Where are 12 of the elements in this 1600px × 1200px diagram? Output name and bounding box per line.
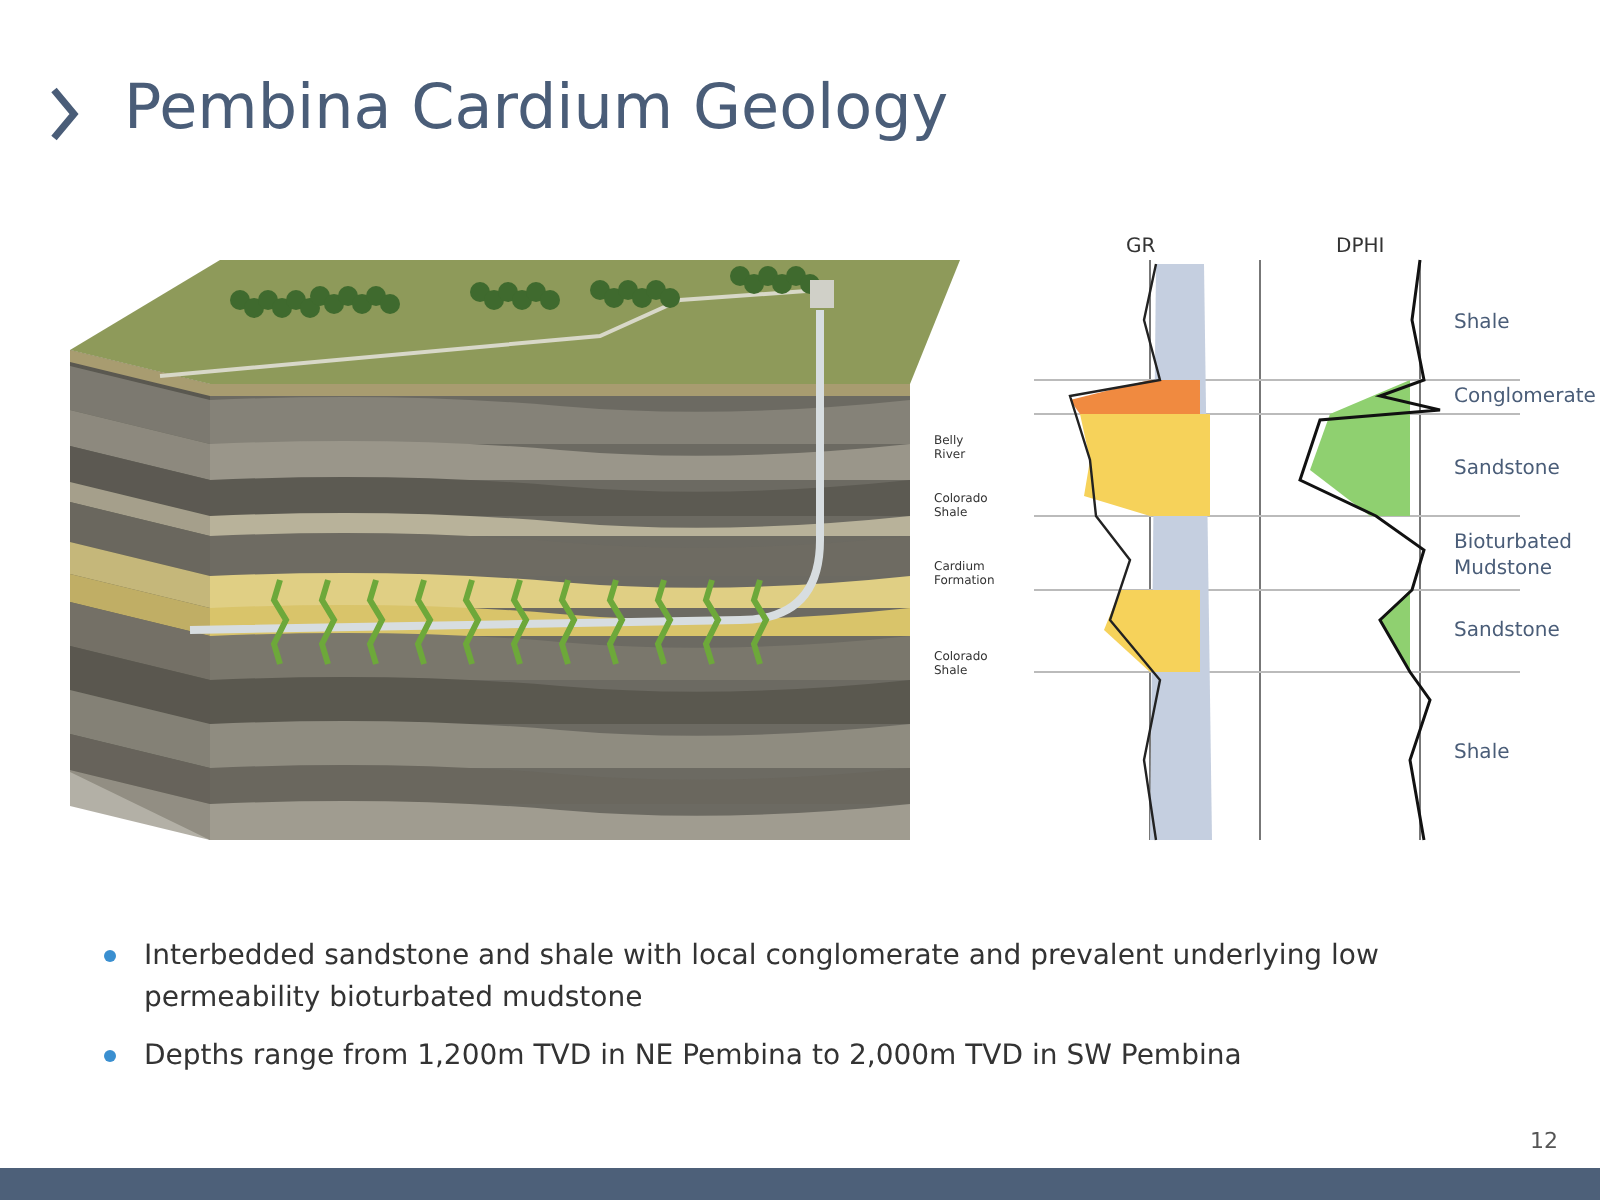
lithology-label: Sandstone	[1454, 456, 1562, 482]
lithology-label: Sandstone	[1454, 618, 1562, 644]
log-track-label: DPHI	[1336, 236, 1385, 258]
lithology-label: Conglomerate	[1454, 384, 1594, 410]
lithology-label: Bioturbated Mudstone	[1454, 530, 1575, 582]
log-track-label: GR	[1126, 236, 1156, 258]
slide-title: Pembina Cardium Geology	[124, 72, 949, 144]
lithology-label: Shale	[1454, 310, 1512, 336]
page-number: 12	[1530, 1128, 1558, 1154]
bullet-text: Interbedded sandstone and shale with local conglomerate and prevalent underlying low permeability bioturbated mudstone	[144, 938, 1381, 1018]
bullet-text: Depths range from 1,200m TVD in NE Pembina to 2,000m TVD in SW Pembina	[144, 1038, 1244, 1076]
lithology-label: Shale	[1454, 740, 1512, 766]
